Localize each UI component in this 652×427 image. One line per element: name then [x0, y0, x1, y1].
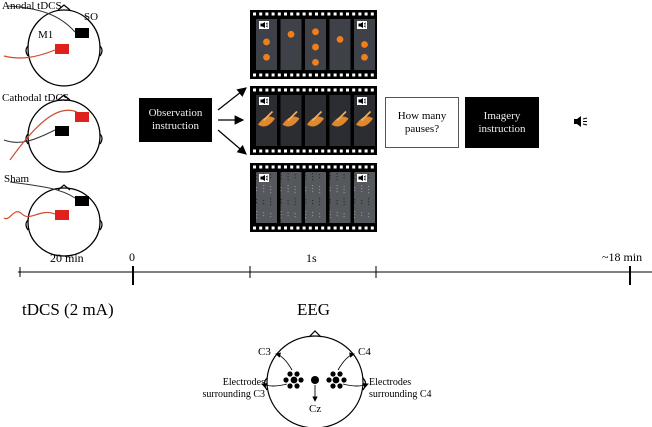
- orange-dot: [287, 30, 295, 38]
- condition-label-anodal: Anodal tDCS: [2, 0, 62, 12]
- speaker-icon: [357, 97, 367, 105]
- eeg-label-cz: Cz: [309, 403, 322, 415]
- speaker-icon: [259, 97, 269, 105]
- arrow-to-dots: [217, 87, 247, 111]
- film-frame: [329, 172, 351, 223]
- c4-electrode-cluster: [326, 371, 347, 389]
- noise-strip: [250, 163, 377, 232]
- imagery-instruction-box: Imagery instruction: [465, 97, 539, 148]
- speaker-icon: [259, 21, 269, 29]
- eeg-label-c3: C3: [258, 346, 271, 358]
- anodal-head: [3, 4, 103, 87]
- orange-dot: [312, 43, 319, 51]
- imagery-instruction-text: Imagery instruction: [478, 109, 526, 135]
- orange-dot: [263, 38, 270, 46]
- tdcs-label: tDCS (2 mA): [22, 300, 114, 319]
- hand-image: [307, 116, 324, 127]
- cathode-electrode: [75, 196, 89, 206]
- condition-label-sham: Sham: [4, 173, 30, 185]
- speaker-icon: [357, 174, 367, 182]
- film-frame: [354, 172, 375, 223]
- orange-dot: [263, 53, 270, 61]
- question-text: How many pauses?: [397, 109, 447, 135]
- arrow-to-noise: [217, 129, 247, 155]
- eeg-head: [261, 330, 369, 427]
- hand-image: [258, 116, 275, 127]
- cathodal-head: [3, 94, 103, 173]
- film-frame: [256, 172, 277, 223]
- orange-dot: [336, 36, 344, 43]
- observation-instruction-box: Observation instruction: [139, 98, 212, 142]
- eeg-label-left-electrodes: Electrodes surrounding C3: [202, 377, 266, 400]
- observation-instruction-text: Observation instruction: [148, 107, 203, 132]
- timeline-label-18min: ~18 min: [602, 250, 643, 264]
- timeline: [18, 266, 652, 285]
- hand-image: [356, 116, 373, 127]
- electrode-label-so: SO: [84, 11, 99, 23]
- film-frame: [280, 172, 302, 223]
- question-box: How many pauses?: [385, 97, 459, 148]
- hand-strip: [250, 86, 377, 155]
- hand-image: [331, 116, 349, 127]
- timeline-label-zero: 0: [129, 250, 135, 264]
- film-frame: [280, 19, 302, 70]
- electrode-label-m1: M1: [38, 29, 54, 41]
- speaker-icon: [357, 21, 367, 29]
- c3-electrode-cluster: [283, 371, 304, 389]
- orange-dot: [361, 53, 368, 61]
- condition-label-cathodal: Cathodal tDCS: [2, 92, 69, 104]
- orange-dot: [312, 58, 319, 66]
- cathode-electrode: [55, 126, 69, 136]
- film-frame: [305, 172, 326, 223]
- dots-strip: [250, 10, 377, 79]
- cz-electrode: [311, 376, 319, 384]
- timeline-label-20min: 20 min: [50, 251, 84, 265]
- orange-dot: [312, 28, 319, 36]
- anode-electrode: [55, 44, 69, 54]
- orange-dot: [361, 41, 368, 48]
- eeg-label-c4: C4: [358, 346, 371, 358]
- timeline-label-1s: 1s: [306, 251, 317, 265]
- cathode-electrode: [75, 28, 89, 38]
- anode-electrode: [55, 210, 69, 220]
- anode-electrode: [75, 112, 89, 122]
- film-frame: [329, 19, 351, 70]
- speaker-icon: [259, 174, 269, 182]
- sham-head: [3, 181, 103, 257]
- hand-image: [282, 116, 300, 127]
- eeg-title: EEG: [297, 300, 331, 319]
- eeg-label-right-electrodes: Electrodes surrounding C4: [369, 377, 432, 400]
- speaker-icon: [571, 115, 589, 128]
